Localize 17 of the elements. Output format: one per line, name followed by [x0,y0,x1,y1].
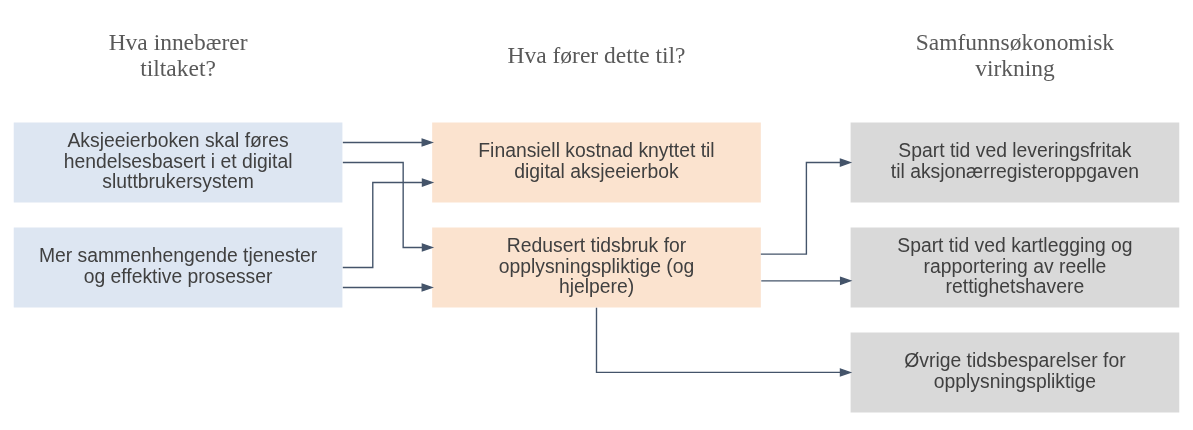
label: Samfunnsøkonomisk virkning [915,29,1115,82]
arrow [342,161,435,252]
arrow [760,276,853,286]
node-box: Aksjeeierboken skal føres hendelsesbasert i et digital sluttbrukersystem [13,122,343,203]
arrow [342,138,434,147]
node-box: Finansiell kostnad knyttet til digital aksjeeierbok [432,122,761,203]
arrow [342,178,435,269]
node-box: Øvrige tidsbesparelser for opplysningspliktige [850,332,1180,413]
node-box: Spart tid ved kartlegging og rapportering av reelle rettighetshavere [850,227,1180,308]
arrow [760,158,853,255]
node-box: Redusert tidsbruk for opplysningspliktige (og hjelpere) [432,227,761,308]
arrow [595,307,853,377]
label: Hva innebærer tiltaket? [108,29,248,82]
node-box: Spart tid ved leveringsfritak til aksjonærregisteroppgaven [850,122,1180,203]
arrow [342,283,434,292]
node-box: Mer sammenhengende tjenester og effektive prosesser [13,227,343,308]
label: Hva fører dette til? [507,42,686,69]
